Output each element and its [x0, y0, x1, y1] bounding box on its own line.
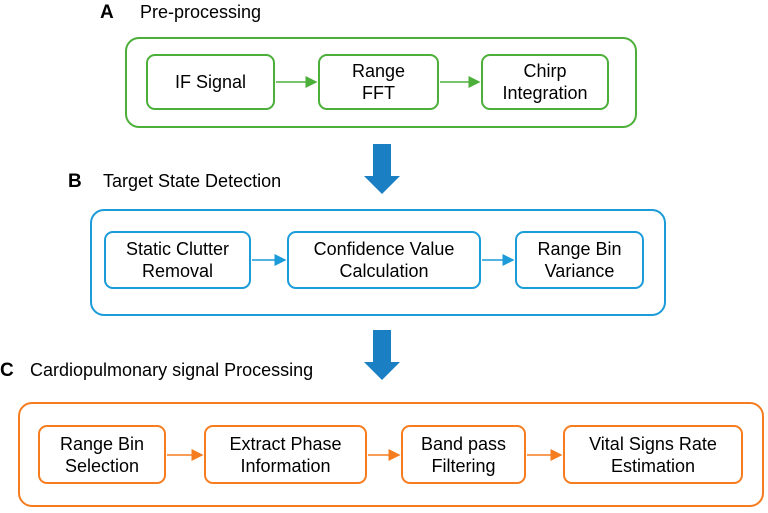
- section-b-title: Target State Detection: [103, 171, 282, 191]
- step-range-bin-variance: Range Bin Variance: [515, 231, 644, 289]
- step-vital-signs-rate-estimation: Vital Signs Rate Estimation: [563, 425, 743, 484]
- section-b-letter: B: [68, 171, 82, 192]
- preprocessing-group: [125, 37, 637, 128]
- step-range-fft: Range FFT: [318, 54, 439, 110]
- section-c-title: Cardiopulmonary signal Processing: [30, 360, 314, 380]
- cardiopulmonary-group: [18, 402, 764, 507]
- target-detection-group: [90, 209, 666, 316]
- step-confidence-value-calculation: Confidence Value Calculation: [287, 231, 481, 289]
- step-extract-phase-information: Extract Phase Information: [204, 425, 367, 484]
- section-a-title: Pre-processing: [140, 2, 262, 22]
- step-if-signal: IF Signal: [146, 54, 275, 110]
- step-range-bin-selection: Range Bin Selection: [38, 425, 166, 484]
- down-arrow-b-to-c: [364, 330, 400, 380]
- down-arrow-a-to-b: [364, 144, 400, 194]
- section-c-letter: C: [0, 360, 14, 381]
- step-band-pass-filtering: Band pass Filtering: [401, 425, 526, 484]
- step-static-clutter-removal: Static Clutter Removal: [104, 231, 251, 289]
- section-a-letter: A: [100, 2, 114, 23]
- step-chirp-integration: Chirp Integration: [481, 54, 609, 110]
